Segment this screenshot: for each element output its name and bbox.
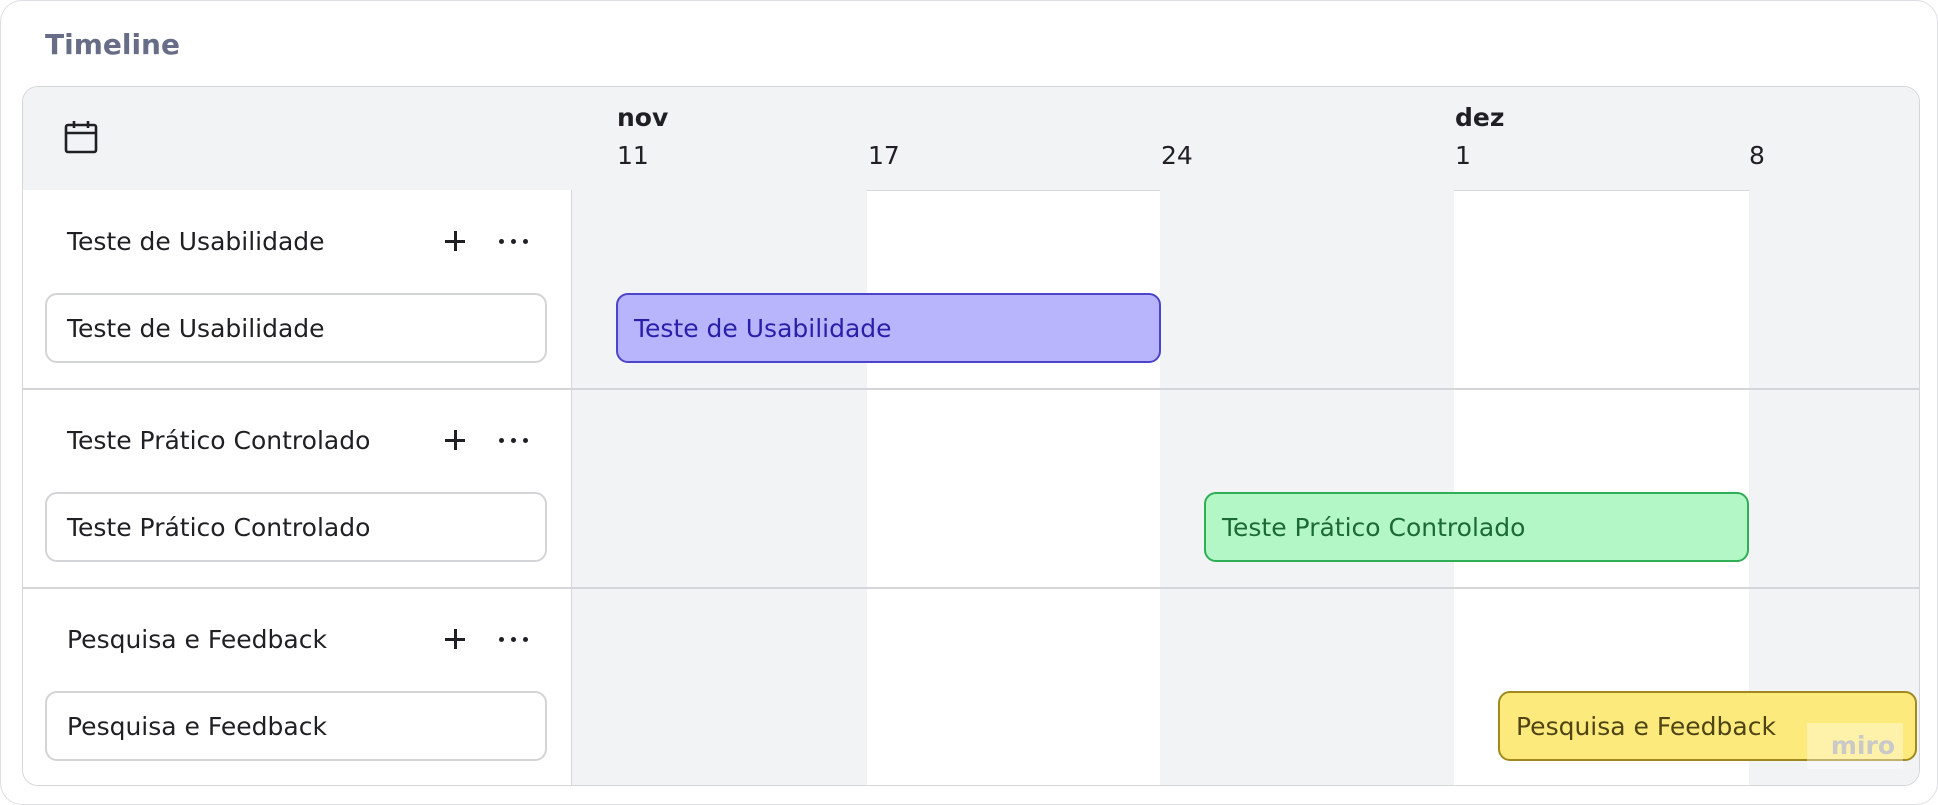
- row-title: Pesquisa e Feedback: [67, 625, 327, 654]
- timeline-bar-label: Teste Prático Controlado: [1222, 513, 1526, 542]
- add-item-button[interactable]: [441, 625, 469, 653]
- task-card-label: Teste de Usabilidade: [67, 314, 325, 343]
- row-divider: [23, 388, 1919, 390]
- timeline-bar-label: Pesquisa e Feedback: [1516, 712, 1776, 741]
- day-label: 17: [868, 141, 900, 170]
- page-title: Timeline: [45, 28, 180, 61]
- add-item-button[interactable]: [441, 227, 469, 255]
- task-card-label: Teste Prático Controlado: [67, 513, 371, 542]
- week-stripe: [1160, 190, 1454, 785]
- more-options-button[interactable]: [497, 625, 531, 653]
- timeline-board: nov dez 11 17 24 1 8 Teste de Usabilidad…: [22, 86, 1920, 786]
- day-label: 24: [1161, 141, 1193, 170]
- day-label: 11: [617, 141, 649, 170]
- row-title: Teste Prático Controlado: [67, 426, 371, 455]
- week-stripe: [1749, 190, 1919, 785]
- timeline-header: nov dez 11 17 24 1 8: [23, 87, 1919, 191]
- task-card-label: Pesquisa e Feedback: [67, 712, 327, 741]
- more-options-button[interactable]: [497, 227, 531, 255]
- week-stripe: [572, 190, 867, 785]
- timeline-grid: [572, 190, 1919, 785]
- day-label: 8: [1749, 141, 1765, 170]
- timeline-bar[interactable]: Pesquisa e Feedback: [1498, 691, 1917, 761]
- day-label: 1: [1455, 141, 1471, 170]
- add-item-button[interactable]: [441, 426, 469, 454]
- task-card[interactable]: Teste de Usabilidade: [45, 293, 547, 363]
- timeline-bar[interactable]: Teste de Usabilidade: [616, 293, 1161, 363]
- miro-watermark: miro: [1807, 723, 1903, 769]
- month-label-dez: dez: [1455, 103, 1505, 132]
- more-options-button[interactable]: [497, 426, 531, 454]
- row-divider: [23, 587, 1919, 589]
- month-label-nov: nov: [617, 103, 669, 132]
- timeline-bar[interactable]: Teste Prático Controlado: [1204, 492, 1749, 562]
- rows-panel: [23, 190, 572, 785]
- task-card[interactable]: Pesquisa e Feedback: [45, 691, 547, 761]
- calendar-icon[interactable]: [63, 119, 99, 155]
- timeline-bar-label: Teste de Usabilidade: [634, 314, 892, 343]
- task-card[interactable]: Teste Prático Controlado: [45, 492, 547, 562]
- row-title: Teste de Usabilidade: [67, 227, 325, 256]
